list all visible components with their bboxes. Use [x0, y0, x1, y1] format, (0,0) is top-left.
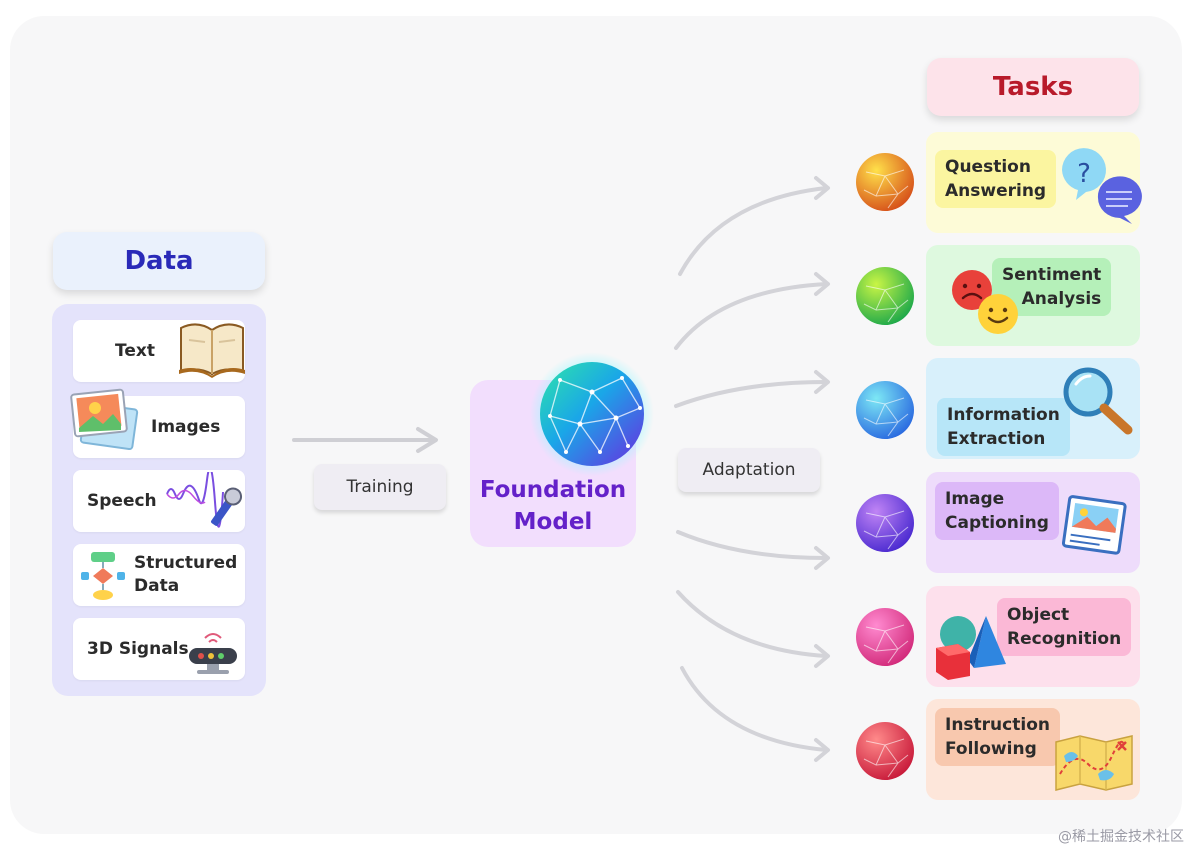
- task-line1: Question: [945, 157, 1031, 177]
- task-label-instruction-following: Instruction Following: [935, 708, 1060, 766]
- svg-text:?: ?: [1077, 159, 1091, 189]
- data-item-structured-data: Structured Data: [73, 544, 245, 606]
- data-item-text: Text: [73, 320, 245, 382]
- flowchart-icon: [81, 552, 125, 600]
- sphere-information-extraction: [856, 381, 914, 439]
- photos-icon: [70, 388, 139, 451]
- data-item-label: Text: [115, 341, 155, 361]
- sphere-object-recognition: [856, 608, 914, 666]
- data-header: Data: [53, 232, 265, 290]
- adaptation-label: Adaptation: [678, 448, 820, 492]
- data-item-speech: Speech: [73, 470, 245, 532]
- sphere-sentiment-analysis: [856, 267, 914, 325]
- magnifier-icon: [1063, 367, 1133, 435]
- task-label-information-extraction: Information Extraction: [937, 398, 1070, 456]
- task-line1: Instruction: [945, 715, 1050, 735]
- picture-card-icon: [1062, 495, 1127, 555]
- data-item-3d-signals: 3D Signals: [73, 618, 245, 680]
- task-label-object-recognition: Object Recognition: [997, 598, 1132, 656]
- training-label: Training: [314, 464, 446, 510]
- data-item-label: Structured Data: [134, 553, 238, 596]
- 3d-shapes-icon: [936, 616, 1006, 680]
- task-line2: Recognition: [1007, 629, 1122, 649]
- emoji-faces-icon: [952, 270, 1018, 334]
- task-line1: Object: [1007, 605, 1070, 625]
- watermark: @稀土掘金技术社区: [1058, 829, 1184, 845]
- foundation-model-line2: Model: [513, 509, 593, 535]
- task-label-question-answering: Question Answering: [935, 150, 1057, 208]
- task-line2: Captioning: [945, 513, 1049, 533]
- task-label-image-captioning: Image Captioning: [935, 482, 1059, 540]
- task-line1: Image: [945, 489, 1005, 509]
- data-item-images: Images: [70, 388, 245, 458]
- adaptation-arrows: [674, 176, 830, 762]
- task-line2: Extraction: [947, 429, 1046, 449]
- microphone-icon: [166, 472, 243, 528]
- task-line2: Analysis: [1021, 289, 1102, 309]
- book-icon: [179, 323, 245, 378]
- question-chat-icon: ?: [1062, 148, 1142, 224]
- treasure-map-icon: [1055, 735, 1133, 791]
- data-item-label: 3D Signals: [87, 639, 189, 659]
- task-line2: Following: [945, 739, 1037, 759]
- sphere-question-answering: [856, 153, 914, 211]
- sensor-icon: [189, 633, 237, 674]
- task-spheres: [856, 153, 914, 780]
- foundation-model-line1: Foundation: [479, 477, 627, 503]
- foundation-model-label: Foundation Model: [470, 474, 636, 538]
- task-line1: Information: [947, 405, 1060, 425]
- sphere-image-captioning: [856, 494, 914, 552]
- sphere-instruction-following: [856, 722, 914, 780]
- data-item-label: Speech: [87, 491, 157, 511]
- training-arrow: [292, 427, 438, 453]
- task-line2: Answering: [945, 181, 1047, 201]
- tasks-header: Tasks: [927, 58, 1139, 116]
- foundation-sphere-icon: [530, 352, 654, 476]
- task-line1: Sentiment: [1002, 265, 1102, 285]
- data-item-label: Images: [151, 417, 221, 437]
